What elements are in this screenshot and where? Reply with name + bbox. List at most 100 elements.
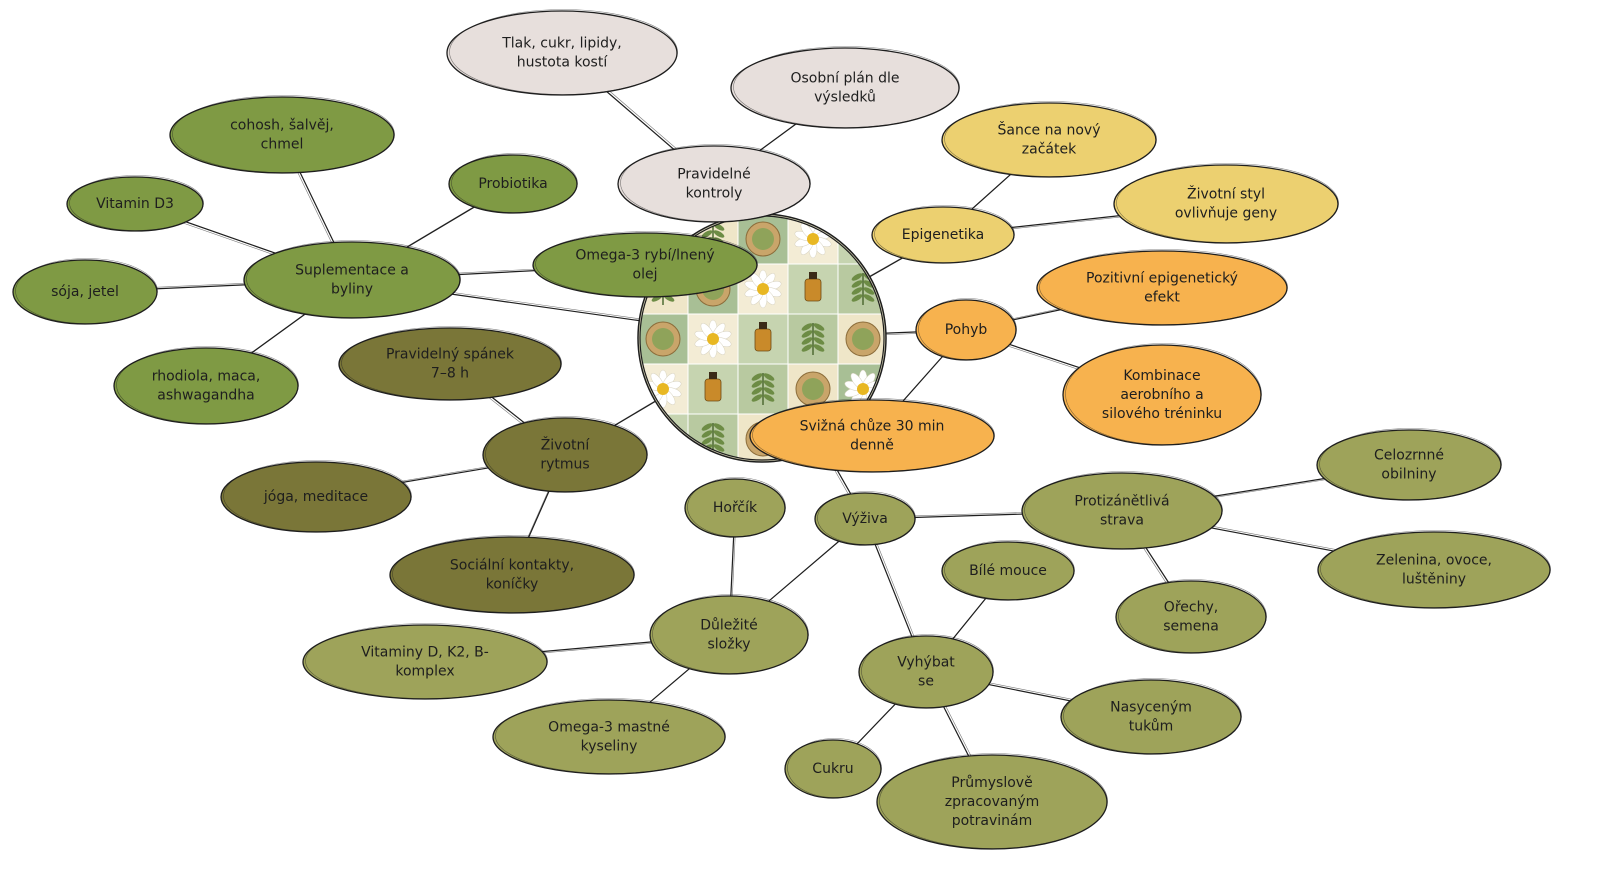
- node-label: složky: [708, 637, 751, 653]
- node-label: ashwagandha: [157, 388, 254, 404]
- node-personal-plan[interactable]: Osobní plán dle výsledků: [730, 46, 960, 129]
- node-new-start[interactable]: Šance na nový začátek: [941, 101, 1157, 178]
- node-cohosh[interactable]: cohosh, šalvěj, chmel: [169, 95, 395, 174]
- node-label: Vitaminy D, K2, B-: [361, 645, 489, 661]
- node-label: výsledků: [814, 90, 876, 106]
- node-yoga[interactable]: jóga, meditace: [220, 460, 412, 533]
- node-rhodiola[interactable]: rhodiola, maca, ashwagandha: [113, 346, 299, 425]
- node-epigenetics[interactable]: Epigenetika: [871, 205, 1015, 264]
- node-label: tukům: [1129, 719, 1174, 735]
- node-omega-fatty[interactable]: Omega-3 mastné kyseliny: [492, 698, 726, 775]
- node-label: Kombinace: [1123, 368, 1200, 384]
- node-label: komplex: [395, 664, 454, 680]
- node-label: Probiotika: [478, 176, 547, 192]
- node-label: Pravidelný spánek: [386, 347, 515, 363]
- node-label: Pozitivní epigenetický: [1086, 271, 1238, 287]
- node-label: cohosh, šalvěj,: [230, 118, 334, 134]
- node-label: se: [918, 674, 934, 690]
- node-label: kontroly: [686, 186, 743, 202]
- node-label: aerobního a: [1120, 387, 1203, 403]
- node-label: Hořčík: [713, 500, 758, 516]
- node-label: Sociální kontakty,: [450, 558, 574, 574]
- node-white-flour[interactable]: Bílé mouce: [941, 540, 1075, 601]
- node-supplementation[interactable]: Suplementace a byliny: [243, 240, 461, 319]
- node-checkups[interactable]: Pravidelné kontroly: [617, 144, 811, 223]
- node-label: začátek: [1022, 142, 1077, 158]
- node-vitamin-d3[interactable]: Vitamin D3: [66, 175, 204, 232]
- node-label: 7–8 h: [431, 366, 469, 382]
- collage-tile: [640, 313, 689, 365]
- node-label: denně: [850, 438, 894, 454]
- collage-tile: [737, 216, 789, 265]
- node-vegetables[interactable]: Zelenina, ovoce,luštěniny: [1317, 530, 1551, 609]
- node-label: Šance na nový: [997, 121, 1100, 139]
- node-label: ovlivňuje geny: [1175, 206, 1277, 222]
- node-checkup-metrics[interactable]: Tlak, cukr, lipidy,hustota kostí: [446, 9, 678, 96]
- node-sleep[interactable]: Pravidelný spánek 7–8 h: [338, 326, 562, 401]
- node-label: Vyhýbat: [897, 655, 955, 671]
- collage-tile: [787, 216, 839, 265]
- node-label: byliny: [331, 282, 373, 298]
- collage-tile: [687, 363, 739, 415]
- node-label: kyseliny: [581, 739, 638, 755]
- node-label: Výživa: [842, 511, 888, 527]
- node-label: Pohyb: [945, 322, 988, 338]
- node-magnesium[interactable]: Hořčík: [684, 477, 786, 538]
- node-label: Vitamin D3: [96, 196, 174, 212]
- node-sugar[interactable]: Cukru: [784, 738, 882, 799]
- node-label: Důležité: [700, 618, 758, 634]
- node-label: rhodiola, maca,: [152, 369, 261, 385]
- node-life-rhythm[interactable]: Životní rytmus: [482, 416, 648, 493]
- node-label: Suplementace a: [295, 263, 409, 279]
- node-label: sója, jetel: [51, 284, 119, 300]
- node-label: Epigenetika: [902, 227, 984, 243]
- node-label: Bílé mouce: [969, 563, 1047, 579]
- node-label: Omega-3 mastné: [548, 720, 670, 736]
- node-label: Životní: [541, 436, 591, 454]
- node-nutrition[interactable]: Výživa: [814, 491, 916, 546]
- node-anti-inflammatory[interactable]: Protizánětlivá strava: [1021, 471, 1223, 550]
- node-avoid[interactable]: Vyhýbat se: [858, 634, 994, 709]
- node-label: Cukru: [812, 761, 853, 777]
- node-vitamins[interactable]: Vitaminy D, K2, B-komplex: [302, 623, 548, 700]
- collage-tile: [787, 313, 839, 365]
- node-label: Omega-3 rybí/lnený: [575, 248, 714, 264]
- node-positive-epi[interactable]: Pozitivní epigenetický efekt: [1036, 249, 1288, 326]
- node-label: chmel: [261, 137, 304, 153]
- node-label: hustota kostí: [517, 55, 609, 71]
- node-label: Osobní plán dle: [790, 71, 899, 87]
- node-label: luštěniny: [1402, 572, 1466, 588]
- node-important-components[interactable]: Důležité složky: [649, 594, 809, 675]
- collage-tile: [787, 263, 839, 315]
- node-soy-clover[interactable]: sója, jetel: [12, 258, 158, 325]
- node-movement[interactable]: Pohyb: [915, 298, 1017, 361]
- collage-tile: [837, 313, 884, 365]
- node-label: semena: [1163, 619, 1219, 635]
- node-label: Svižná chůze 30 min: [800, 419, 945, 435]
- collage-tile: [737, 363, 789, 415]
- node-social[interactable]: Sociální kontakty,koníčky: [389, 535, 635, 614]
- node-label: strava: [1100, 513, 1144, 529]
- node-label: Protizánětlivá: [1074, 494, 1169, 510]
- collage-tile: [737, 313, 789, 365]
- node-label: rytmus: [540, 457, 589, 473]
- node-label: zpracovaným: [945, 794, 1040, 810]
- node-probiotics[interactable]: Probiotika: [448, 153, 578, 214]
- node-label: Ořechy,: [1164, 600, 1218, 616]
- node-nuts-seeds[interactable]: Ořechy, semena: [1115, 579, 1267, 654]
- collage-tile: [687, 313, 739, 365]
- node-brisk-walk[interactable]: Svižná chůze 30 min denně: [749, 398, 995, 473]
- node-label: efekt: [1144, 290, 1180, 306]
- node-label: Pravidelné: [677, 167, 751, 183]
- node-label: potravinám: [952, 813, 1033, 829]
- node-label: obilniny: [1381, 467, 1436, 483]
